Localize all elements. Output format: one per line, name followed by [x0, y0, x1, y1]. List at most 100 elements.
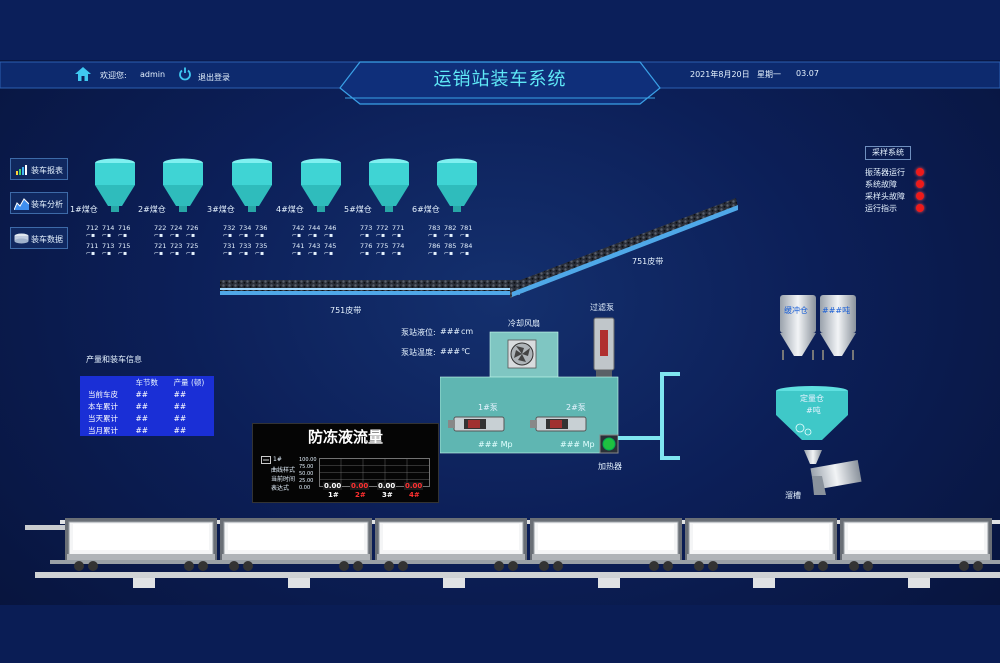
- gate-number: 776: [360, 242, 373, 250]
- y-tick: 100.00: [299, 457, 317, 463]
- train-area: [25, 518, 1000, 588]
- gate-icon: ⌐▪: [118, 250, 128, 257]
- gate-number: 781: [460, 224, 473, 232]
- table-header-row: 车节数 产量 (顿): [135, 377, 205, 387]
- gate-icon: ⌐▪: [444, 250, 454, 257]
- status-indicator-icon: [916, 204, 924, 212]
- gate-number: 782: [444, 224, 457, 232]
- rail-car: [220, 518, 372, 588]
- gate-number: 774: [392, 242, 405, 250]
- gate-icon: ⌐▪: [186, 250, 196, 257]
- time-text: 03.07: [796, 69, 819, 78]
- pump-temp-unit: ℃: [461, 347, 470, 356]
- gate-icon: ⌐▪: [460, 250, 470, 257]
- table-row: 当月累计####: [88, 425, 187, 435]
- username: admin: [140, 70, 166, 79]
- gate-icon: ⌐▪: [170, 250, 180, 257]
- silo-icon: [369, 158, 409, 212]
- gate-number: 732: [223, 224, 236, 232]
- quant-bin-label: 定量仓: [800, 394, 824, 403]
- fan-icon: [507, 339, 537, 369]
- table-row: 当前车皮####: [88, 389, 187, 399]
- gate-number: 742: [292, 224, 305, 232]
- buffer-bin-2: [820, 295, 856, 360]
- sidebar-item-report[interactable]: 装车报表: [10, 158, 68, 180]
- silo-icon: [437, 158, 477, 212]
- sampling-item: 系统故障: [865, 180, 897, 189]
- flow-reading-name: 3#: [382, 491, 393, 499]
- buffer-bin-2-value: ###吨: [822, 306, 851, 315]
- home-icon[interactable]: [75, 67, 91, 81]
- gate-icon: ⌐▪: [118, 232, 128, 239]
- gate-icon: ⌐▪: [102, 232, 112, 239]
- gate-icon: ⌐▪: [223, 232, 233, 239]
- page-title: 运销站装车系统: [433, 69, 567, 90]
- silo-icon: [301, 158, 341, 212]
- antifreeze-flow-panel: 防冻液流量 1# 曲线样式 当前时间 表达式 100.00 75.00 50.0…: [252, 423, 439, 503]
- gate-number: 721: [154, 242, 167, 250]
- gate-number: 773: [360, 224, 373, 232]
- gate-number: 775: [376, 242, 389, 250]
- gate-icon: ⌐▪: [154, 232, 164, 239]
- lower-conveyor: [220, 280, 520, 295]
- heater-label: 加热器: [598, 462, 622, 471]
- gate-number: 722: [154, 224, 167, 232]
- weekday-text: 星期一: [757, 70, 781, 79]
- y-tick: 75.00: [299, 464, 314, 470]
- logout-link[interactable]: 退出登录: [198, 73, 230, 82]
- gate-icon: ⌐▪: [308, 232, 318, 239]
- gate-number: 772: [376, 224, 389, 232]
- legend-item: 当前时间: [271, 476, 296, 483]
- legend-item: 曲线样式: [271, 467, 296, 474]
- conveyor-system: [220, 198, 738, 298]
- bin-system: [776, 295, 862, 495]
- gate-icon: ⌐▪: [255, 232, 265, 239]
- sidebar-item-data[interactable]: 装车数据: [10, 227, 68, 249]
- gate-icon: ⌐▪: [223, 250, 233, 257]
- gate-icon: ⌐▪: [308, 250, 318, 257]
- rail-car: [685, 518, 837, 588]
- pump-station-graphic: [440, 317, 680, 460]
- flow-reading-value: 0.00: [350, 482, 370, 490]
- silo-icon: [95, 158, 135, 212]
- pump-level-label: 泵站液位:: [401, 328, 436, 337]
- gate-icon: ⌐▪: [170, 232, 180, 239]
- power-icon[interactable]: [178, 67, 192, 81]
- gate-number: 711: [86, 242, 99, 250]
- rail-car: [375, 518, 527, 588]
- silo-label: 2#煤仓: [138, 205, 166, 214]
- gate-icon: ⌐▪: [324, 250, 334, 257]
- pump-1-icon: [448, 416, 505, 432]
- filter-pump-label: 过滤泵: [590, 303, 614, 312]
- status-indicator-icon: [916, 192, 924, 200]
- lower-conveyor-label: 751皮带: [330, 306, 362, 315]
- silo-label: 1#煤仓: [70, 205, 98, 214]
- silo-icon: [232, 158, 272, 212]
- gate-icon: ⌐▪: [239, 250, 249, 257]
- flow-reading-value: 0.00: [377, 482, 397, 490]
- pump-level-unit: cm: [461, 327, 474, 336]
- status-indicator-icon: [916, 168, 924, 176]
- y-tick: 0.00: [299, 485, 311, 491]
- gate-icon: ⌐▪: [360, 232, 370, 239]
- upper-conveyor-label: 751皮带: [632, 257, 664, 266]
- gate-icon: ⌐▪: [376, 250, 386, 257]
- gate-number: 716: [118, 224, 131, 232]
- silo-label: 3#煤仓: [207, 205, 235, 214]
- area-chart-icon: [14, 198, 29, 210]
- filter-pump-icon: [593, 317, 615, 384]
- flow-reading-value: 0.00: [323, 482, 343, 490]
- rail-car: [530, 518, 682, 588]
- pump-temp-value: ###: [440, 347, 461, 356]
- sidebar-item-analysis[interactable]: 装车分析: [10, 192, 68, 214]
- sampling-item: 采样头故障: [865, 192, 905, 201]
- chute: [804, 450, 862, 495]
- sidebar-item-label: 装车数据: [31, 235, 63, 244]
- date-text: 2021年8月20日: [690, 70, 750, 79]
